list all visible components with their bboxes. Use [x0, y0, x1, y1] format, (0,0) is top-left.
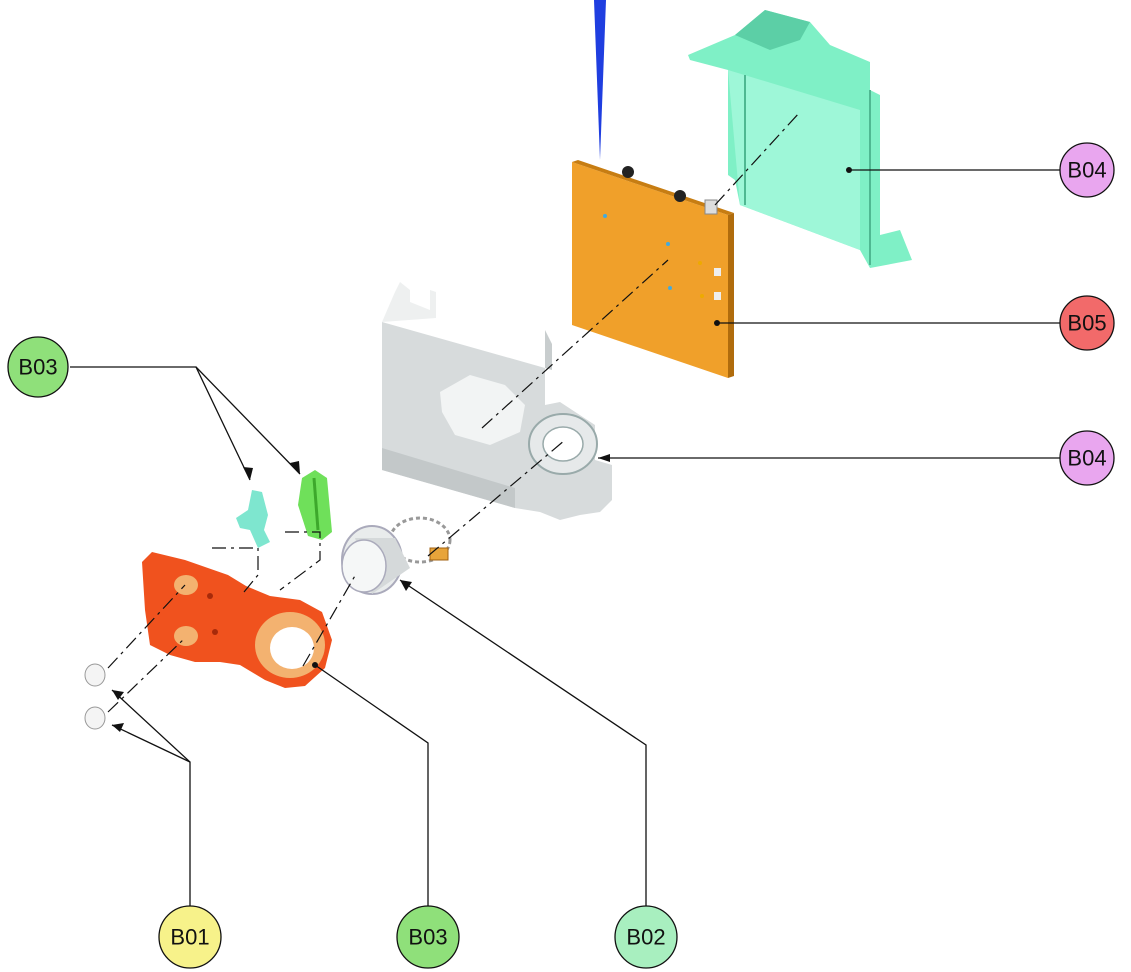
frame-part	[382, 282, 612, 520]
callout-circle	[7, 336, 69, 398]
callout-b04-top: B04	[1059, 142, 1115, 198]
callout-b04-mid: B04	[1059, 430, 1115, 486]
callout-b01: B01	[158, 905, 222, 969]
callout-label: B04	[1067, 446, 1106, 471]
callout-circle	[158, 905, 222, 969]
pcb-board-part	[572, 160, 734, 378]
assembly-axes	[107, 111, 801, 713]
callout-label: B04	[1067, 158, 1106, 183]
callout-label: B05	[1067, 311, 1106, 336]
callout-label: B03	[18, 355, 57, 380]
motor-part	[341, 516, 452, 595]
callout-circle	[396, 905, 460, 969]
callout-circle	[614, 905, 678, 969]
callout-b02: B02	[614, 905, 678, 969]
callout-b05: B05	[1059, 295, 1115, 351]
leader-lines	[70, 167, 1060, 932]
callout-label: B01	[170, 925, 209, 950]
top-cover-part	[688, 10, 912, 268]
screw-parts	[84, 663, 106, 730]
callout-circle	[1059, 430, 1115, 486]
callout-circle	[1059, 142, 1115, 198]
callout-label: B03	[408, 925, 447, 950]
callout-label: B02	[626, 925, 665, 950]
callout-b03-bottom: B03	[396, 905, 460, 969]
button-part	[298, 470, 332, 540]
mounting-bracket-part	[142, 552, 332, 688]
lever-part	[236, 490, 270, 548]
blue-pointer	[594, 0, 606, 160]
callout-b03-left: B03	[7, 336, 69, 398]
callout-circle	[1059, 295, 1115, 351]
